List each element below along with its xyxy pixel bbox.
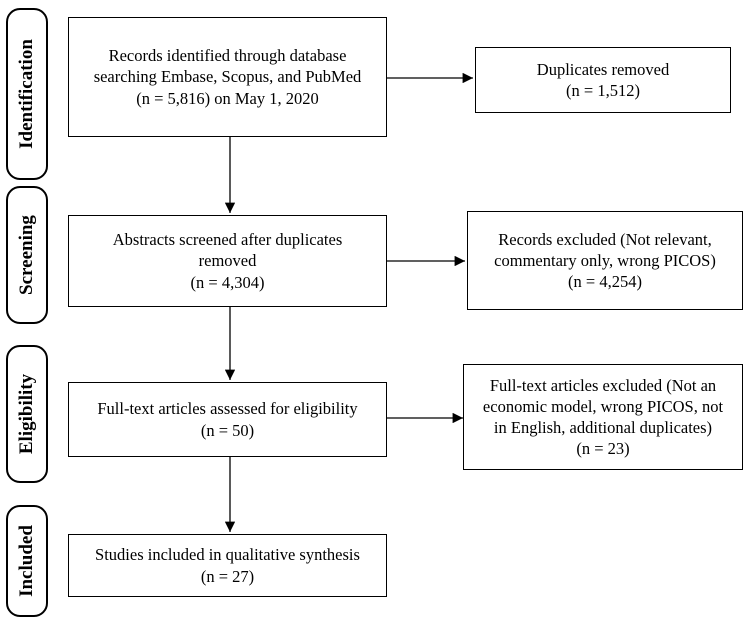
box-fulltext-excluded-line: economic model, wrong PICOS, not xyxy=(482,396,724,416)
box-abstracts-screened-line: removed xyxy=(198,251,257,271)
box-studies-included-line: Studies included in qualitative synthesi… xyxy=(95,545,360,565)
box-studies-included-line: (n = 27) xyxy=(200,566,255,586)
box-records-excluded-line: commentary only, wrong PICOS) xyxy=(494,250,716,270)
stage-label-eligibility: Eligibility xyxy=(6,345,48,483)
box-fulltext-excluded-line: (n = 23) xyxy=(576,439,630,459)
box-fulltext-assessed-line: (n = 50) xyxy=(200,420,255,440)
box-records-identified: Records identified through database sear… xyxy=(68,17,387,137)
box-fulltext-assessed-line: Full-text articles assessed for eligibil… xyxy=(97,399,358,419)
stage-label-identification: Identification xyxy=(6,8,48,180)
box-duplicates-removed-line: Duplicates removed xyxy=(536,59,670,79)
box-duplicates-removed-line: (n = 1,512) xyxy=(566,81,640,100)
stage-label-screening-text: Screening xyxy=(16,215,37,295)
stage-label-screening: Screening xyxy=(6,186,48,324)
box-fulltext-assessed: Full-text articles assessed for eligibil… xyxy=(68,382,387,457)
stage-label-included: Included xyxy=(6,505,48,617)
box-fulltext-excluded: Full-text articles excluded (Not an econ… xyxy=(463,364,743,470)
stage-label-included-text: Included xyxy=(16,525,37,597)
stage-label-identification-text: Identification xyxy=(16,39,37,149)
box-records-identified-line: (n = 5,816) on May 1, 2020 xyxy=(136,88,319,108)
stage-label-eligibility-text: Eligibility xyxy=(16,373,37,455)
box-abstracts-screened: Abstracts screened after duplicates remo… xyxy=(68,215,387,307)
box-records-identified-line: Records identified through database xyxy=(108,46,347,66)
box-fulltext-excluded-line: in English, additional duplicates) xyxy=(493,418,713,437)
box-abstracts-screened-line: Abstracts screened after duplicates xyxy=(112,230,343,250)
box-abstracts-screened-line: (n = 4,304) xyxy=(190,272,265,292)
box-fulltext-excluded-line: Full-text articles excluded (Not an xyxy=(489,375,717,395)
box-records-excluded-line: Records excluded (Not relevant, xyxy=(498,229,712,249)
box-records-excluded: Records excluded (Not relevant, commenta… xyxy=(467,211,743,310)
box-records-excluded-line: (n = 4,254) xyxy=(568,272,642,292)
box-duplicates-removed: Duplicates removed (n = 1,512) xyxy=(475,47,731,113)
box-records-identified-line: searching Embase, Scopus, and PubMed xyxy=(93,67,362,87)
box-studies-included: Studies included in qualitative synthesi… xyxy=(68,534,387,597)
